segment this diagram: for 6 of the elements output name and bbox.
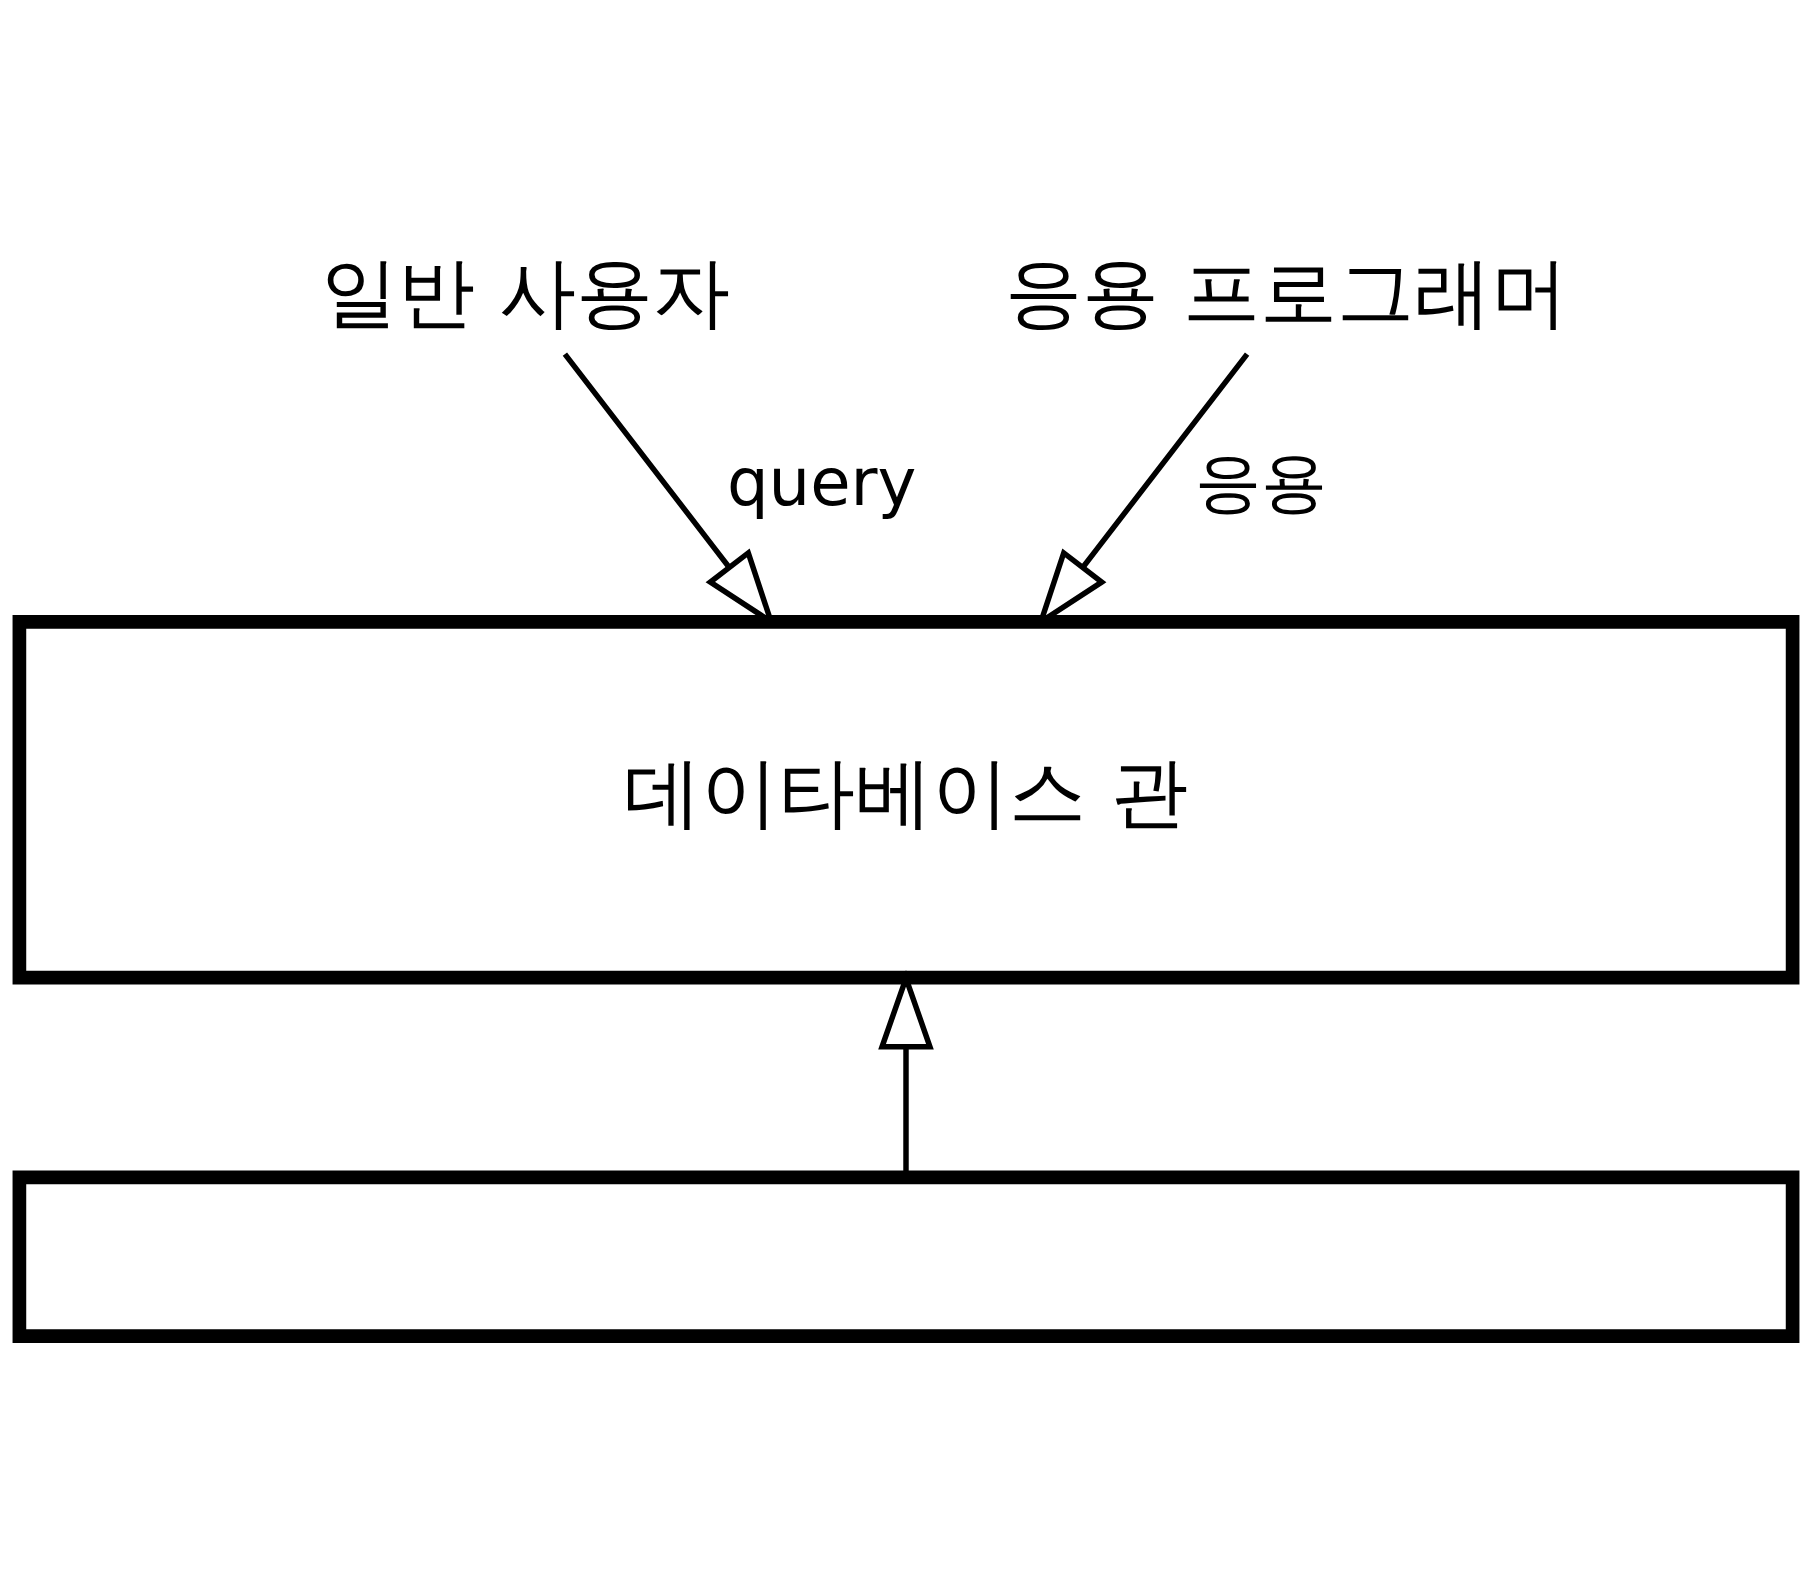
node-box: 데이타베이스 관 xyxy=(12,615,1800,985)
node-box xyxy=(12,1170,1800,1343)
edge-label: query xyxy=(726,443,917,520)
edge-label: 응용 xyxy=(1194,443,1327,520)
node-text: 일반 사용자 xyxy=(320,248,731,338)
node-text: 응용 프로그래머 xyxy=(1004,248,1569,338)
